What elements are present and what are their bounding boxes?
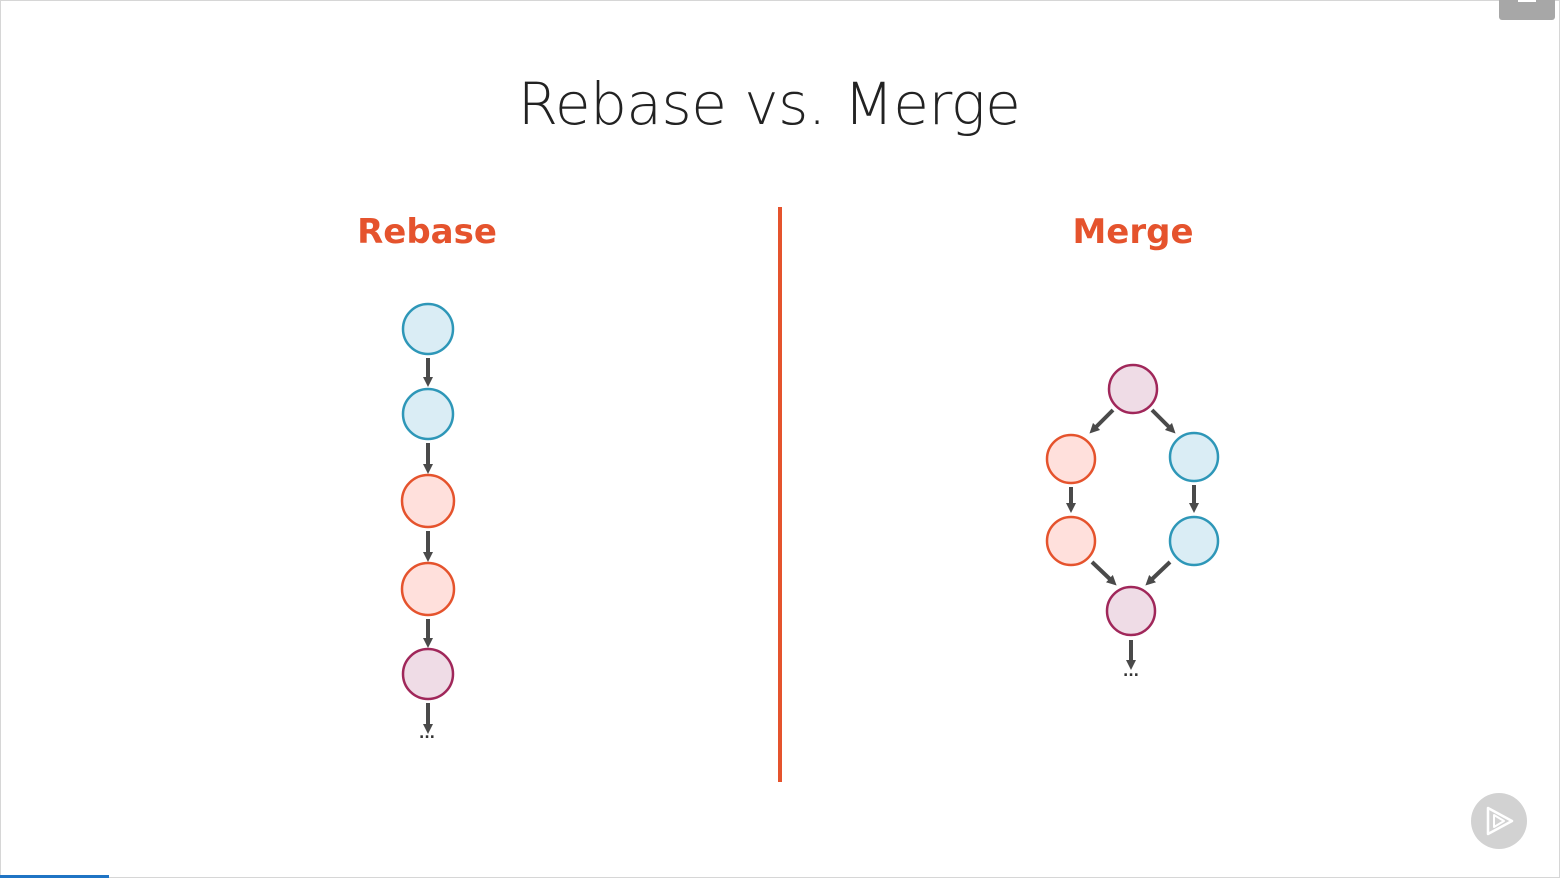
merge-continuation: ... <box>1123 664 1139 680</box>
merge-heading: Merge <box>1072 212 1194 252</box>
merge-base-commit <box>1107 363 1159 415</box>
merge-arrow-left-branch <box>1089 408 1115 434</box>
rebase-commit-5 <box>401 647 455 701</box>
slide-title: Rebase vs. Merge <box>517 70 1021 138</box>
rebase-heading: Rebase <box>357 212 497 252</box>
rebase-commit-2 <box>401 387 455 441</box>
merge-left-commit-1 <box>1045 433 1097 485</box>
pluralsight-logo-badge <box>1471 793 1527 849</box>
merge-right-commit-2 <box>1168 515 1220 567</box>
merge-right-commit-1 <box>1168 431 1220 483</box>
merge-left-commit-2 <box>1045 515 1097 567</box>
menu-button[interactable] <box>1499 0 1555 20</box>
merge-arrow-right-branch <box>1150 408 1176 434</box>
rebase-commit-3 <box>400 473 456 529</box>
pluralsight-play-icon <box>1486 806 1514 836</box>
rebase-commit-1 <box>401 302 455 356</box>
section-divider <box>778 207 782 782</box>
merge-arrow-right-join <box>1145 560 1172 586</box>
rebase-continuation: ... <box>419 726 435 742</box>
video-progress-bar[interactable] <box>0 875 110 878</box>
merge-arrow-left-join <box>1090 560 1117 586</box>
rebase-commit-4 <box>400 561 456 617</box>
merge-commit <box>1105 585 1157 637</box>
rebase-chain: ... <box>400 302 456 742</box>
merge-graph: ... <box>1045 363 1220 680</box>
